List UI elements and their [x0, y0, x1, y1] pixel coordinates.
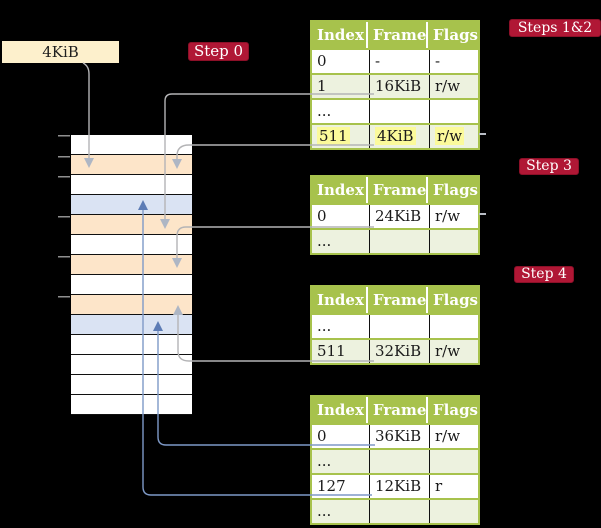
column-header-flags: Flags: [426, 287, 478, 313]
table-row: 0 36KiB r/w: [312, 423, 478, 448]
column-header-flags: Flags: [426, 177, 478, 203]
row-markers: [479, 133, 486, 215]
page-table-step3: Index Frame Flags 0 24KiB r/w ...: [310, 175, 480, 255]
memory-row: [71, 135, 192, 155]
memory-row: [71, 355, 192, 375]
table-header-row: Index Frame Flags: [312, 22, 478, 48]
table-row: 1 16KiB r/w: [312, 73, 478, 98]
memory-row: [71, 195, 192, 215]
column-header-index: Index: [317, 401, 364, 419]
table-row: 0 - -: [312, 48, 478, 73]
column-header-frame: Frame: [366, 397, 426, 423]
table-row: ...: [312, 498, 478, 523]
column-header-index: Index: [317, 26, 364, 44]
page-table-leaf: Index Frame Flags 0 36KiB r/w ... 127 12…: [310, 395, 480, 525]
memory-row: [71, 275, 192, 295]
badge-step-0: Step 0: [188, 42, 249, 61]
badge-steps-1-2: Steps 1&2: [509, 19, 601, 37]
page-table-root: Index Frame Flags 0 - - 1 16KiB r/w ... …: [310, 20, 480, 150]
column-header-frame: Frame: [366, 287, 426, 313]
column-header-index: Index: [317, 181, 364, 199]
column-header-frame: Frame: [366, 177, 426, 203]
table-row: ...: [312, 448, 478, 473]
memory-row: [71, 315, 192, 335]
table-row: ...: [312, 228, 478, 253]
memory-row: [71, 295, 192, 315]
table-row: ...: [312, 313, 478, 338]
memory-row: [71, 395, 192, 415]
memory-row: [71, 155, 192, 175]
row-marker-dash: [479, 213, 486, 215]
memory-row: [71, 255, 192, 275]
root-pointer-box: 4KiB: [2, 41, 119, 63]
memory-row: [71, 375, 192, 395]
table-row: 0 24KiB r/w: [312, 203, 478, 228]
root-pointer-label: 4KiB: [42, 43, 79, 61]
table-header-row: Index Frame Flags: [312, 177, 478, 203]
memory-row: [71, 215, 192, 235]
memory-row: [71, 235, 192, 255]
table-header-row: Index Frame Flags: [312, 287, 478, 313]
badge-step-4: Step 4: [514, 266, 574, 283]
table-row: 511 32KiB r/w: [312, 338, 478, 363]
memory-row: [71, 335, 192, 355]
column-header-flags: Flags: [426, 22, 478, 48]
table-row-highlighted: 511 4KiB r/w: [312, 123, 478, 148]
badge-step-3: Step 3: [519, 158, 579, 175]
page-table-step4: Index Frame Flags ... 511 32KiB r/w: [310, 285, 480, 365]
column-header-frame: Frame: [366, 22, 426, 48]
memory-tick-marks: [58, 134, 70, 298]
row-marker-dash: [479, 133, 486, 135]
memory-row: [71, 175, 192, 195]
table-row: 127 12KiB r: [312, 473, 478, 498]
table-row: ...: [312, 98, 478, 123]
memory-column: [71, 135, 192, 415]
column-header-index: Index: [317, 291, 364, 309]
table-header-row: Index Frame Flags: [312, 397, 478, 423]
column-header-flags: Flags: [426, 397, 478, 423]
